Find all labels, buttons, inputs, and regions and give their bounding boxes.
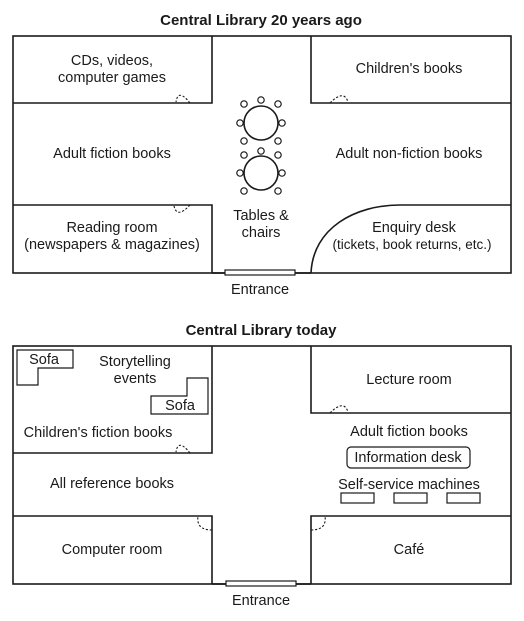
past-table-top: [236, 96, 286, 145]
past-adult-fiction-label: Adult fiction books: [53, 146, 171, 162]
today-computer-door-icon: [197, 515, 213, 531]
today-cafe-label: Café: [394, 542, 425, 558]
past-tables-label-line2: chairs: [242, 225, 281, 241]
past-plan-title: Central Library 20 years ago: [160, 12, 362, 29]
today-lecture-label: Lecture room: [366, 372, 451, 388]
today-machine-1: [340, 492, 375, 504]
past-tables-label-line1: Tables &: [233, 208, 289, 224]
today-lecture-room-wall: [310, 346, 511, 414]
today-entrance-label: Entrance: [232, 593, 290, 609]
past-floor-plan: CDs, videos, computer games Children's b…: [12, 35, 512, 298]
today-childrens-door-icon: [175, 444, 191, 454]
today-reference-label: All reference books: [50, 476, 174, 492]
today-sofa-right: [150, 377, 209, 415]
today-sofa-label-left: Sofa: [29, 352, 60, 368]
past-adult-nonfiction-label: Adult non-fiction books: [336, 146, 483, 162]
today-sofa-label-right: Sofa: [165, 398, 196, 414]
today-machine-2: [393, 492, 428, 504]
past-reading-door-icon: [173, 204, 191, 213]
past-cds-room-wall: [13, 36, 213, 104]
today-storytelling-label-line2: events: [114, 371, 157, 387]
today-floor-plan: Sofa Sofa Storytelling events Children's…: [12, 345, 512, 609]
today-cafe-door-icon: [310, 515, 326, 531]
past-childrens-room-wall: [310, 36, 511, 104]
today-sofa-left: [16, 349, 74, 386]
today-storytelling-label-line1: Storytelling: [99, 354, 171, 370]
past-childrens-label: Children's books: [356, 61, 463, 77]
today-computer-label: Computer room: [62, 542, 163, 558]
past-cds-label-line2: computer games: [58, 70, 166, 86]
past-reading-room-wall: [13, 204, 213, 273]
today-plan-title: Central Library today: [186, 322, 338, 339]
past-reading-label-line2: (newspapers & magazines): [24, 237, 200, 253]
today-lecture-door-icon: [329, 405, 349, 414]
today-computer-room-wall: [13, 515, 213, 584]
past-cds-door-icon: [175, 94, 191, 104]
past-table-bottom: [236, 147, 286, 195]
today-adult-fiction-label: Adult fiction books: [350, 424, 468, 440]
past-reading-label-line1: Reading room: [66, 220, 157, 236]
past-entrance-label: Entrance: [231, 282, 289, 298]
past-enquiry-label-line2: (tickets, book returns, etc.): [332, 237, 491, 252]
today-childrens-fiction-label: Children's fiction books: [24, 425, 173, 441]
today-cafe-wall: [310, 515, 511, 584]
past-enquiry-desk-curve: [310, 204, 401, 274]
today-childrens-room-wall: [13, 346, 213, 454]
today-machine-3: [446, 492, 481, 504]
past-childrens-door-icon: [329, 95, 349, 104]
past-enquiry-label-line1: Enquiry desk: [372, 220, 457, 236]
today-self-service-label: Self-service machines: [338, 477, 480, 493]
today-information-label: Information desk: [354, 450, 462, 466]
today-information-desk: [346, 446, 471, 469]
past-cds-label-line1: CDs, videos,: [71, 53, 153, 69]
